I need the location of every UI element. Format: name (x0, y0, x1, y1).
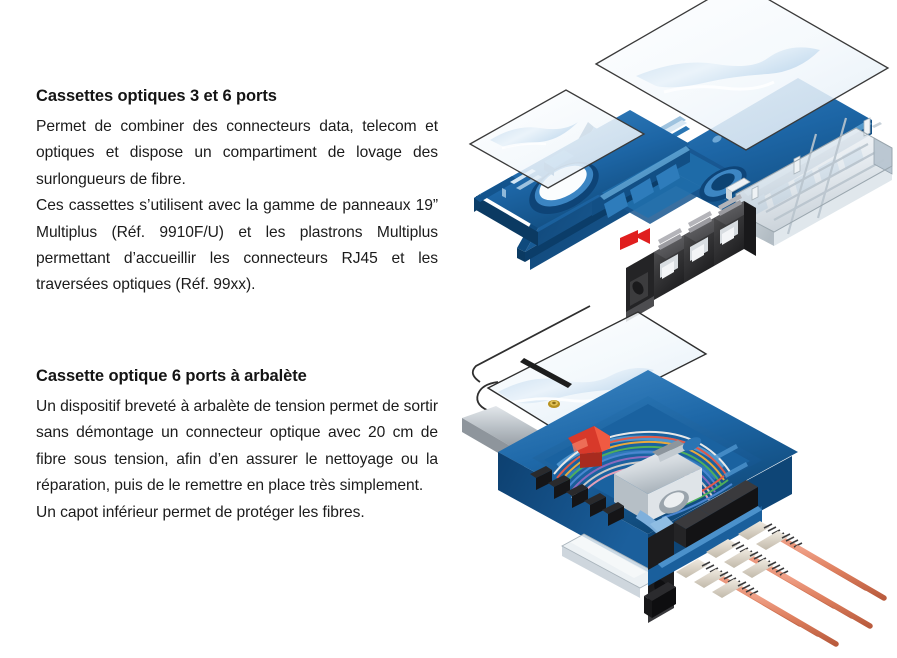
pigtails-optiques-orange (676, 521, 887, 647)
baie-adaptateurs-3-ports (592, 146, 690, 218)
section-cassette-6-ports-arbalete-text: Cassette optique 6 ports à arbalète Un d… (36, 366, 438, 526)
fleche-rouge-insertion (620, 228, 650, 250)
section-paragraph: Un dispositif breveté à arbalète de tens… (36, 398, 438, 495)
rj45-module (684, 211, 726, 283)
capot-inferieur (561, 533, 663, 598)
illustration-6-port-crossbow-cassette (462, 305, 897, 658)
bloc-connecteurs-6-ports (644, 480, 887, 647)
exploded-view-svg (468, 0, 893, 322)
corps-cassette-bleu (498, 370, 798, 572)
adaptateurs-rangee-haute (674, 480, 758, 548)
berceau-metallique (725, 117, 893, 246)
cassette-3-ports-group (468, 89, 690, 246)
protection-epissure-grise (614, 440, 702, 522)
capot-transparent-3-ports (468, 89, 646, 189)
section-cassettes-3-6-ports-text: Cassettes optiques 3 et 6 ports Permet d… (36, 86, 438, 299)
illustration-exploded-3-and-6-port-cassettes (468, 0, 897, 326)
supports-epissures (530, 466, 624, 526)
clip-arbalete-rouge (568, 426, 610, 468)
capot-transparent-superieur (471, 305, 708, 431)
section-heading-cassettes-3-6-ports: Cassettes optiques 3 et 6 ports (36, 87, 277, 105)
capot-transparent-6-ports (594, 0, 890, 151)
crossbow-cassette-svg (462, 305, 887, 647)
section-paragraph: Permet de combiner des connecteurs data,… (36, 118, 438, 188)
section-paragraph: Ces cassettes s’utilisent avec la gamme … (36, 197, 438, 294)
rj45-module (714, 194, 756, 266)
section-paragraph: Un capot inférieur permet de protéger le… (36, 503, 365, 521)
bloc-rj45-3-modules (626, 194, 756, 322)
section-heading-cassette-6-ports-arbalete: Cassette optique 6 ports à arbalète (36, 367, 307, 385)
